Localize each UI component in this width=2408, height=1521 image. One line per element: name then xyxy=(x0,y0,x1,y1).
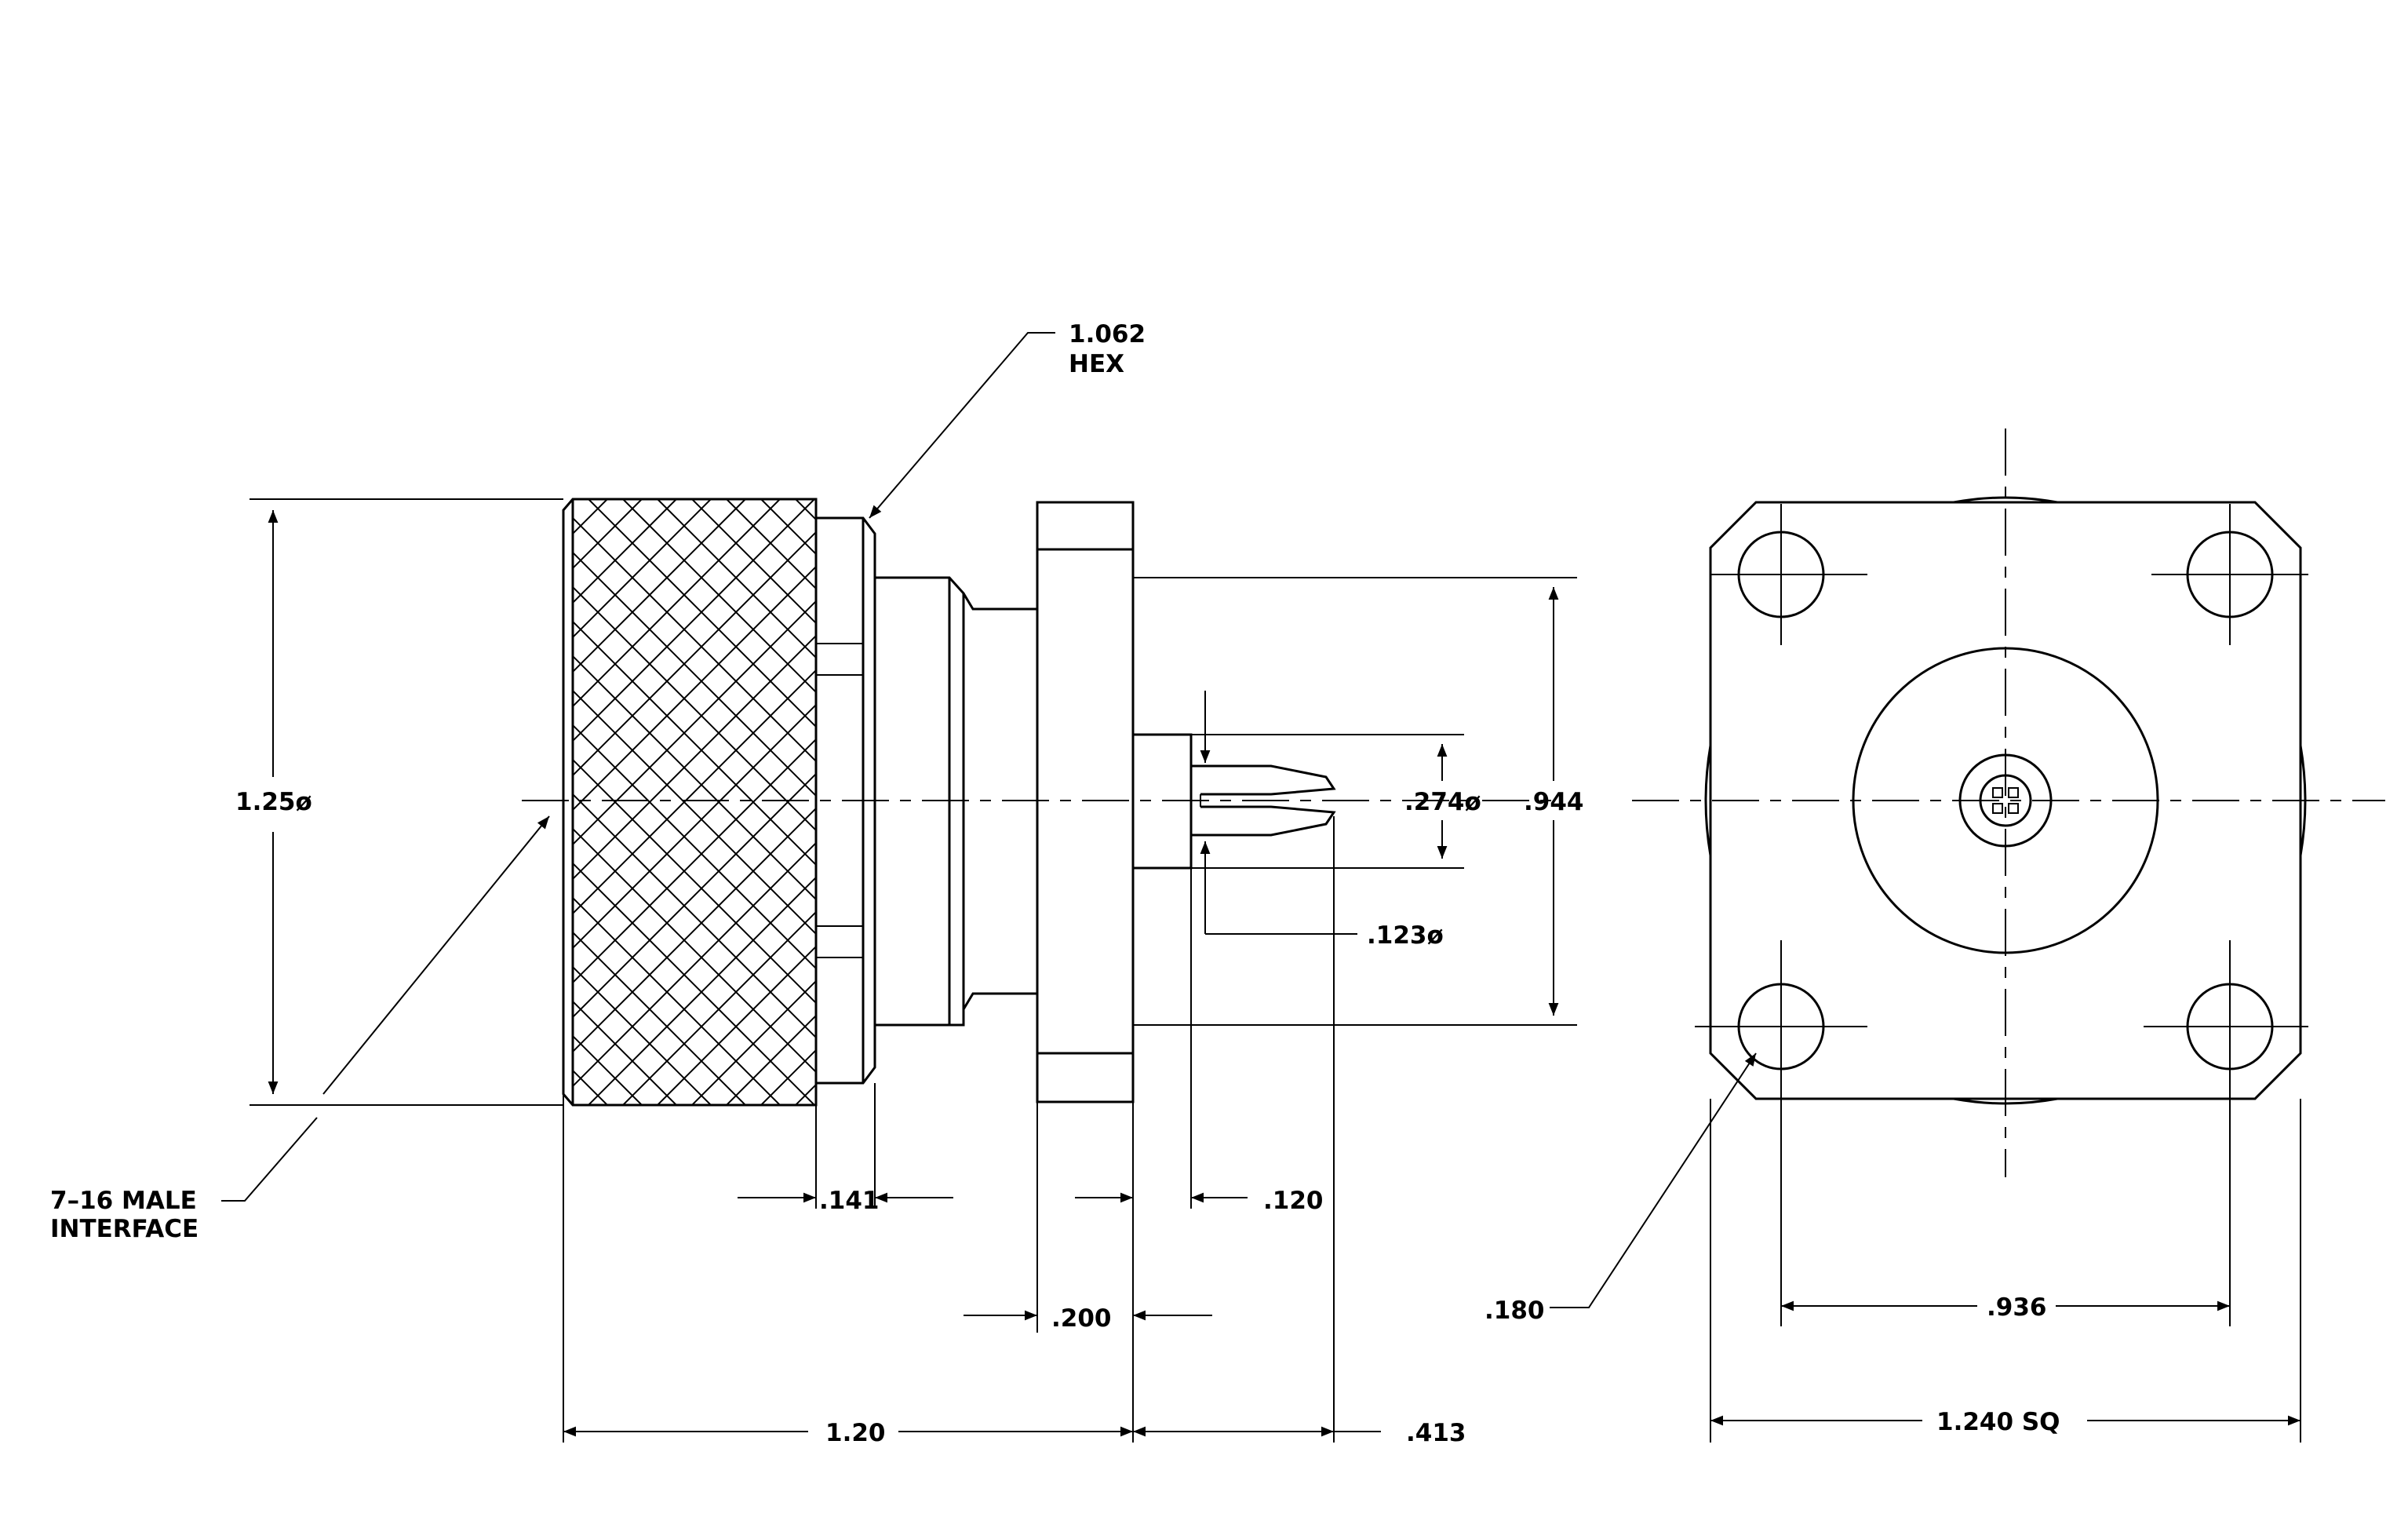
knurl-line xyxy=(760,1049,816,1105)
body-dia-label: 1.25ø xyxy=(235,788,312,816)
knurl-line xyxy=(573,531,816,777)
knurl-line xyxy=(865,499,1470,1105)
knurl-line xyxy=(691,499,816,625)
rear-insulator-pin xyxy=(1131,733,1336,870)
knurl-line xyxy=(573,600,816,846)
knurl-line xyxy=(1210,499,1816,1105)
knurl-line xyxy=(573,499,781,708)
knurl-line xyxy=(573,965,712,1105)
knurl-line xyxy=(573,634,816,881)
knurl-line xyxy=(573,499,712,639)
knurl-line xyxy=(622,910,816,1105)
flange-side xyxy=(1028,501,1135,1103)
hole-spacing-label: .936 xyxy=(1987,1293,2047,1322)
hex-nut xyxy=(816,516,876,1085)
pin-dia-inner-label: .123ø xyxy=(1367,921,1444,950)
center-contact xyxy=(1979,774,2032,827)
interface-label-2: INTERFACE xyxy=(50,1215,199,1243)
knurl-line xyxy=(573,738,816,984)
knurl-line xyxy=(573,499,677,604)
knurl-line xyxy=(657,499,816,659)
knurl-line xyxy=(573,772,816,1019)
flange-square xyxy=(1709,501,2302,1100)
knurl-line xyxy=(1417,499,2023,1105)
knurl-line xyxy=(657,945,816,1105)
knurl-line xyxy=(573,565,816,812)
knurl-line xyxy=(588,499,816,728)
knurl-line xyxy=(968,499,1574,1105)
knurl-line xyxy=(573,931,746,1105)
knurl-line xyxy=(573,862,815,1105)
knurl-line xyxy=(573,669,816,915)
knurl-line xyxy=(865,499,1470,1105)
rear-length-label: .413 xyxy=(1406,1419,1466,1447)
knurl-line xyxy=(573,896,781,1105)
hex-width-label: .141 xyxy=(819,1187,880,1215)
knurl-line xyxy=(573,841,816,1088)
side-extension-lines xyxy=(250,498,1577,1443)
knurl-line xyxy=(573,703,816,950)
knurl-line xyxy=(760,499,816,556)
knurl-line xyxy=(1072,499,1678,1105)
hex-word-label: HEX xyxy=(1069,350,1124,378)
knurl-line xyxy=(573,1000,677,1105)
insulator-circle xyxy=(1958,753,2053,848)
front-view: .180 .936 1.240 SQ xyxy=(1485,429,2385,1443)
knurled-coupling-nut xyxy=(562,498,2023,1107)
side-dimension-lines xyxy=(221,332,1559,1437)
knurl-line xyxy=(1417,499,2023,1105)
interface-label-1: 7–16 MALE xyxy=(50,1187,197,1215)
knurl-line xyxy=(968,499,1574,1105)
knurl-line xyxy=(691,979,816,1105)
knurl-line xyxy=(622,499,816,694)
flange-thickness-label: .200 xyxy=(1051,1304,1112,1333)
knurl-line xyxy=(588,876,816,1105)
pin-offset-label: .120 xyxy=(1263,1187,1324,1215)
knurl-line xyxy=(573,499,815,742)
knurl-line xyxy=(795,499,816,521)
knurl-line xyxy=(573,807,816,1053)
knurl-line xyxy=(1003,499,1608,1105)
side-labels: 1.062 HEX 1.25ø 7–16 MALE INTERFACE .141… xyxy=(50,320,1584,1447)
knurl-line xyxy=(1210,499,1816,1105)
knurl-line xyxy=(573,1034,643,1105)
overall-length-label: 1.20 xyxy=(825,1419,886,1447)
knurl-line xyxy=(573,516,816,763)
knurl-line xyxy=(573,499,746,673)
knurl-line xyxy=(573,551,816,797)
flange-bore-circle xyxy=(1852,647,2159,954)
hex-size-label: 1.062 xyxy=(1069,320,1146,348)
knurl-line xyxy=(795,1083,816,1105)
flange-bore-label: .944 xyxy=(1524,788,1584,816)
flange-square-label: 1.240 SQ xyxy=(1936,1408,2060,1436)
pin-dia-outer-label: .274ø xyxy=(1404,788,1481,816)
connector-body xyxy=(875,576,1028,1027)
knurl-line xyxy=(573,499,643,570)
mounting-hole-label: .180 xyxy=(1485,1297,1545,1325)
knurl-line xyxy=(726,1014,816,1105)
side-view: 1.062 HEX 1.25ø 7–16 MALE INTERFACE .141… xyxy=(50,320,2023,1447)
knurl-line xyxy=(1072,499,1678,1105)
knurl-line xyxy=(1003,499,1608,1105)
knurl-line xyxy=(726,499,816,590)
knurl-line xyxy=(573,827,816,1074)
